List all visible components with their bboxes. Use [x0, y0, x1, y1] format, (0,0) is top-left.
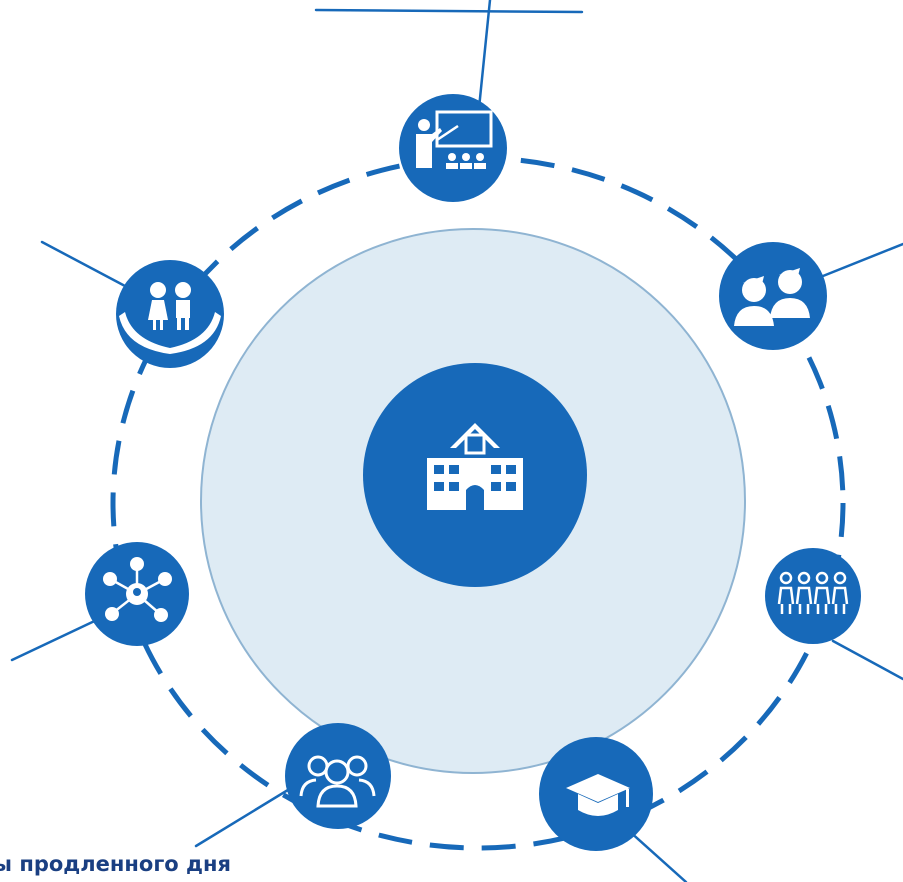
teacher-classroom-icon [416, 110, 493, 169]
connector-line [194, 780, 303, 848]
children-in-hands-icon [119, 282, 221, 354]
people-group-icon [299, 755, 376, 808]
node-graduation [539, 737, 653, 851]
node-network [85, 542, 189, 646]
two-students-icon [734, 268, 810, 326]
node-group [765, 548, 861, 644]
school-building-icon [427, 423, 523, 510]
node-students [719, 242, 827, 350]
caption-text: ппы продленного дня [0, 852, 231, 876]
connector-line [40, 240, 127, 288]
connector-line [626, 828, 688, 882]
graduation-cap-icon [566, 774, 630, 816]
node-community [285, 723, 391, 829]
connector-line [314, 8, 584, 14]
connector-line [476, 0, 492, 120]
node-teacher [399, 94, 507, 202]
network-hub-icon [103, 557, 172, 622]
group-of-children-icon [777, 571, 849, 614]
node-child-care [116, 260, 224, 368]
connector-line [10, 615, 105, 662]
connector-line [831, 639, 903, 681]
connector-line [811, 242, 903, 282]
center-node [363, 363, 587, 587]
